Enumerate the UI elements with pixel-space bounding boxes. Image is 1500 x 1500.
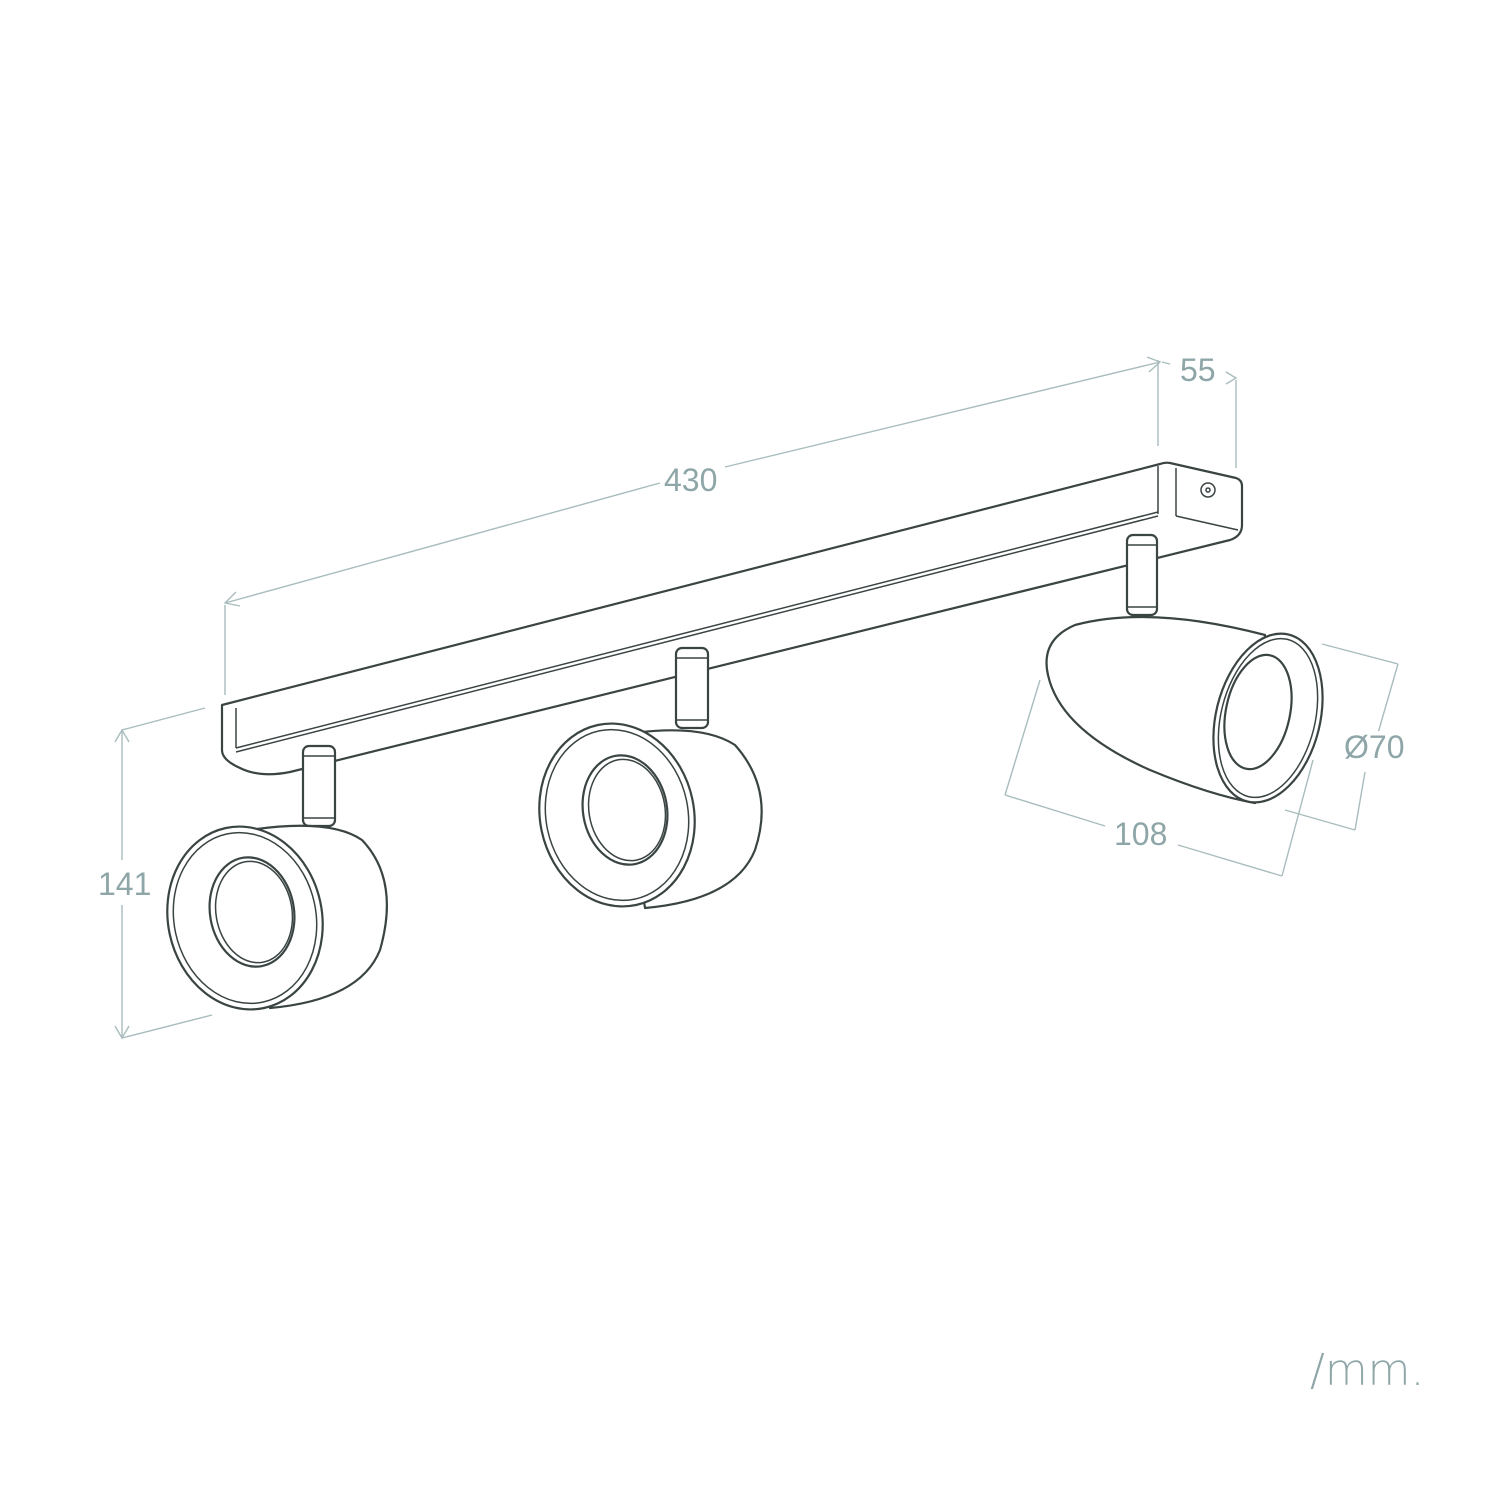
spotlight-left [166, 744, 388, 1011]
spotlight-middle [538, 646, 763, 910]
dimension-spot-diameter-label: Ø70 [1340, 731, 1409, 763]
dimension-lines [114, 356, 1399, 1040]
dimension-spot-length-label: 108 [1110, 818, 1172, 850]
unit-label: /mm. [1310, 1345, 1425, 1396]
dimension-height-label: 141 [94, 868, 156, 900]
dimension-depth-label: 55 [1176, 354, 1220, 386]
dimension-length-label: 430 [660, 464, 722, 496]
spotlight-right [1045, 533, 1324, 805]
mounting-bar [220, 461, 1244, 776]
